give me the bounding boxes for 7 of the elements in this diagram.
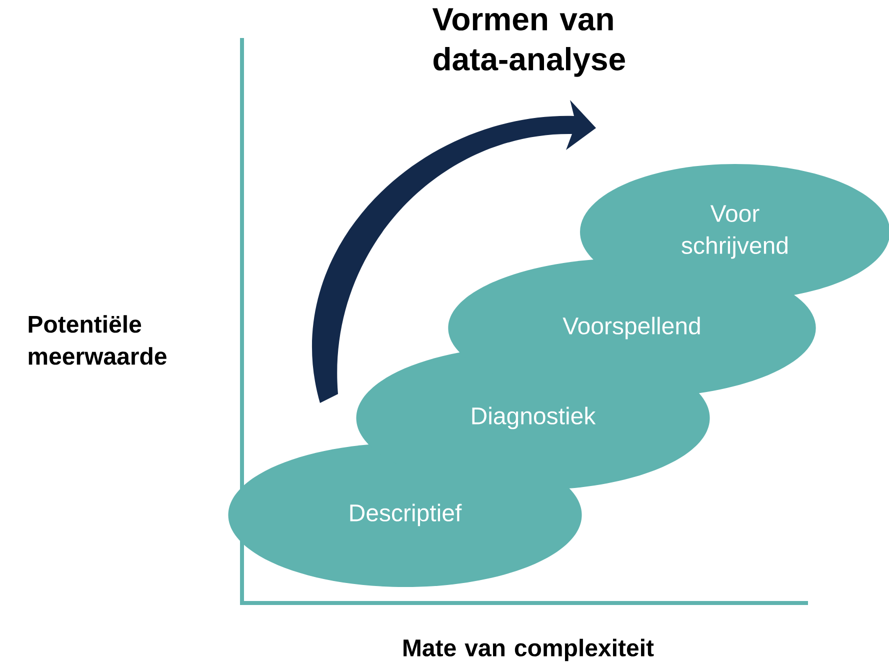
axis-label: Potentiële meerwaarde xyxy=(28,315,166,365)
node-label: Diagnostiek xyxy=(472,406,596,430)
node-label: Descriptief xyxy=(350,504,462,526)
title: Vormen van data-analyse xyxy=(432,8,625,77)
axis-label: Mate van complexiteit xyxy=(404,638,654,662)
node-label: Voorspellend xyxy=(562,316,700,340)
node-label: Voor schrijvend xyxy=(682,205,788,259)
